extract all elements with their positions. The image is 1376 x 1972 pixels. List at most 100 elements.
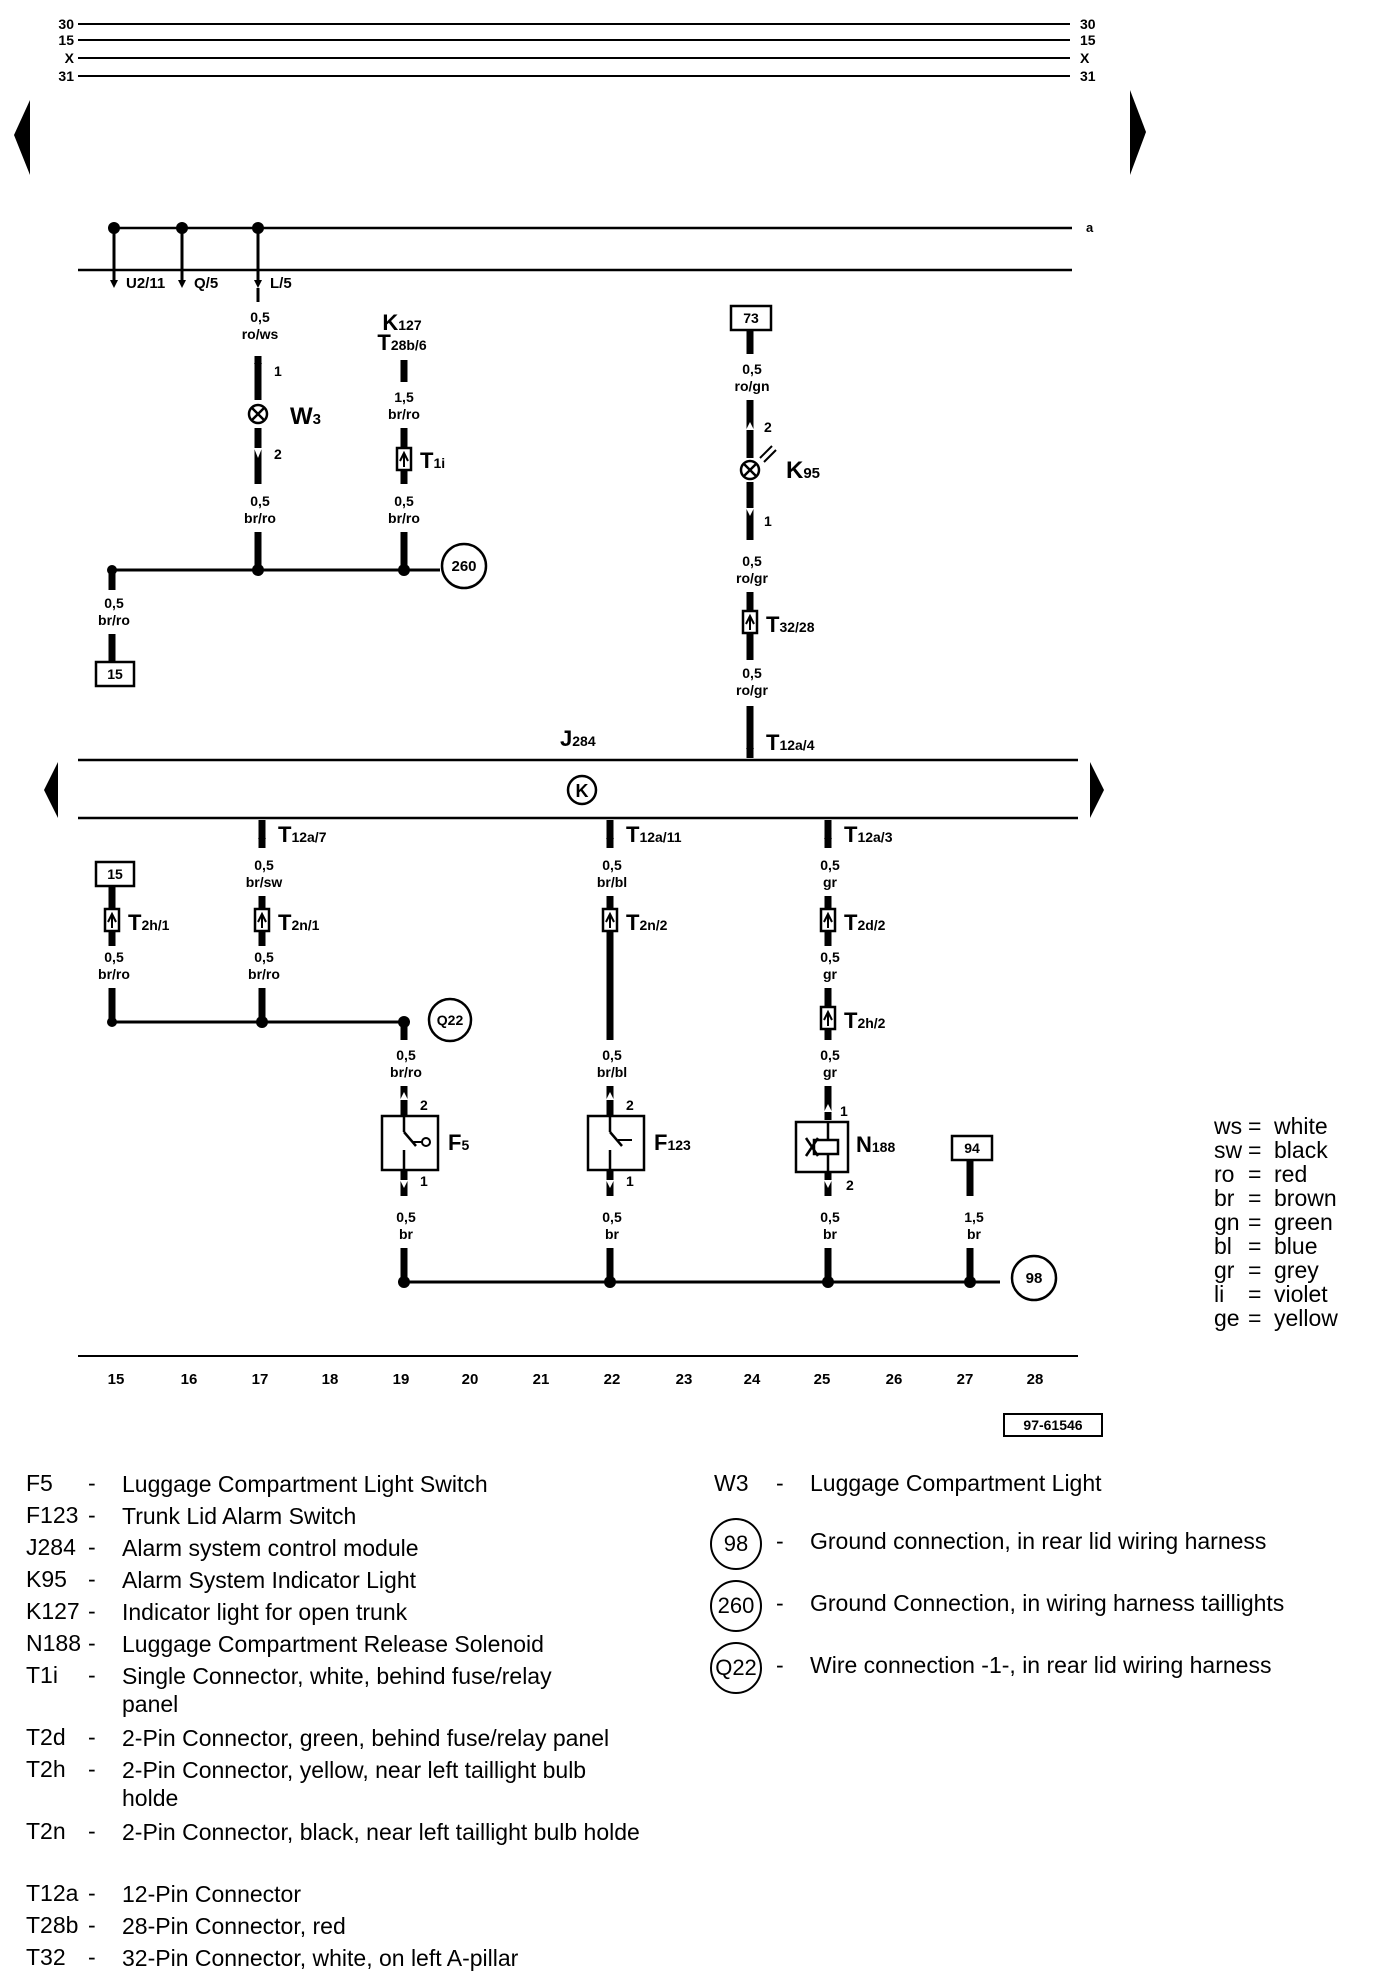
wire-size: 0,5 — [394, 493, 414, 509]
terminal-label: 73 — [743, 310, 759, 326]
ground-98-label: 98 — [1026, 1270, 1043, 1287]
n188-label: N188 — [856, 1132, 895, 1157]
t1i-connector-icon — [395, 446, 413, 472]
t2h2-connector-icon — [819, 1005, 837, 1031]
t2d2-connector-icon — [819, 907, 837, 933]
wire-color: br/sw — [246, 874, 283, 890]
ground-260-junction: 260 0,5 br/ro 15 — [94, 542, 488, 688]
n188-circuit: T12a/3 0,5 gr T2d/2 0,5 gr T2h/2 0,5 gr … — [794, 820, 895, 1282]
ground-98-badge — [1010, 1254, 1058, 1302]
next-page-arrow-icon[interactable] — [1130, 90, 1146, 175]
component-item: W3-Luggage Compartment Light — [714, 1470, 1102, 1496]
f123-circuit: T12a/11 0,5 br/bl T2n/2 0,5 br/bl 2 F123… — [586, 820, 691, 1282]
k95-indicator-lamp-icon — [739, 445, 777, 481]
next-section-arrow-icon[interactable] — [1090, 762, 1104, 818]
track-number: 24 — [744, 1371, 761, 1388]
f5-label: F5 — [448, 1130, 469, 1155]
component-item: 260-Ground Connection, in wiring harness… — [710, 1580, 1350, 1632]
track-number: 25 — [814, 1371, 831, 1388]
pin-label: 2 — [626, 1097, 634, 1113]
wire-size: 0,5 — [602, 1209, 622, 1225]
wire-color: br/bl — [597, 874, 627, 890]
drawing-number: 97-61546 — [1023, 1417, 1082, 1433]
wire-size: 0,5 — [820, 857, 840, 873]
bus-line-label: a — [1086, 220, 1094, 235]
legend-row: sw=black — [1214, 1137, 1328, 1163]
terminal-73 — [729, 304, 773, 332]
wire-size: 0,5 — [104, 595, 124, 611]
wire-color: br/ro — [390, 1064, 422, 1080]
k95-label: K95 — [786, 457, 820, 484]
wire-color: ro/gn — [735, 378, 770, 394]
legend-row: li=violet — [1214, 1281, 1328, 1307]
track-number-row: 15 16 17 18 19 20 21 22 23 24 25 26 27 2… — [78, 1355, 1078, 1388]
rail-label-31-right: 31 — [1080, 68, 1096, 84]
t12a-4-label: T12a/4 — [766, 730, 815, 755]
wire-size: 0,5 — [742, 361, 762, 377]
track-number: 26 — [886, 1371, 903, 1388]
pin-label: 2 — [764, 419, 772, 435]
pin-label: 2 — [420, 1097, 428, 1113]
f5-switch-icon — [380, 1114, 440, 1172]
wire-size: 0,5 — [742, 553, 762, 569]
t28b-label: T28b/6 — [377, 330, 426, 355]
tap-label-l-5: L/5 — [270, 275, 292, 292]
wire-color: br/ro — [388, 406, 420, 422]
t2n2-connector-icon — [601, 907, 619, 933]
wire-color: br/ro — [388, 510, 420, 526]
track-number: 27 — [957, 1371, 974, 1388]
rail-label-x-right: X — [1080, 50, 1090, 66]
wire-color: gr — [823, 1064, 838, 1080]
t2d2-label: T2d/2 — [844, 910, 886, 935]
track-number: 18 — [322, 1371, 339, 1388]
ground-98-badge: 98 — [710, 1518, 762, 1570]
bus-line-a: a U2/11 Q/5 L/5 — [78, 220, 1094, 292]
t12a-7-label: T12a/7 — [278, 822, 327, 847]
rail-label-15-left: 15 — [58, 32, 74, 48]
wire-size: 0,5 — [602, 1047, 622, 1063]
legend-row: gn=green — [1214, 1209, 1333, 1235]
k95-circuit: 73 0,5 ro/gn 2 K95 1 0,5 ro/gr T32/28 0,… — [729, 304, 820, 758]
w3-circuit: 0,5 ro/ws 1 W3 2 0,5 br/ro — [242, 288, 321, 570]
wire-color-legend: ws=white sw=black ro=red br=brown gn=gre… — [1214, 1114, 1338, 1330]
q22-badge: Q22 — [710, 1642, 762, 1694]
supply-rails: 30 15 X 31 30 15 X 31 — [58, 16, 1095, 84]
t2n1-connector-icon — [253, 907, 271, 933]
wire-size: 0,5 — [742, 665, 762, 681]
rail-label-x-left: X — [65, 50, 75, 66]
pin-label: 2 — [846, 1177, 854, 1193]
t12a-3-label: T12a/3 — [844, 822, 893, 847]
previous-section-arrow-icon[interactable] — [44, 762, 58, 818]
wire-color: br/ro — [244, 510, 276, 526]
legend-row: ws=white — [1214, 1113, 1328, 1139]
t2n1-label: T2n/1 — [278, 910, 320, 935]
wire-size: 0,5 — [602, 857, 622, 873]
control-module-symbol-icon — [566, 774, 598, 806]
wire-color: br/ro — [98, 966, 130, 982]
wire-color: br/ro — [98, 612, 130, 628]
w3-lamp-icon — [247, 403, 269, 425]
legend-row: ge=yellow — [1214, 1305, 1338, 1331]
t2h1-connector-icon — [103, 907, 121, 933]
wire-color: br/ro — [248, 966, 280, 982]
drawing-number-box — [1003, 1413, 1103, 1437]
rail-label-31-left: 31 — [58, 68, 74, 84]
track-number: 28 — [1027, 1371, 1044, 1388]
track-number: 22 — [604, 1371, 621, 1388]
k127-circuit: K127 T28b/6 1,5 br/ro T1i 0,5 br/ro — [377, 310, 445, 570]
wire-size: 0,5 — [396, 1047, 416, 1063]
wire-color: ro/gr — [736, 682, 768, 698]
track-number: 15 — [108, 1371, 125, 1388]
component-item: Q22-Wire connection -1-, in rear lid wir… — [710, 1642, 1350, 1694]
wire-color: br — [823, 1226, 838, 1242]
rail-label-30-left: 30 — [58, 16, 74, 32]
n188-solenoid-icon — [794, 1120, 850, 1174]
f123-label: F123 — [654, 1130, 691, 1155]
pin-label: 1 — [764, 513, 772, 529]
wire-size: 0,5 — [820, 1047, 840, 1063]
control-module-symbol-label: K — [576, 781, 589, 801]
t12a-11-label: T12a/11 — [626, 822, 682, 847]
ground-260-badge — [440, 542, 488, 590]
terminal-label: 15 — [107, 866, 123, 882]
previous-page-arrow-icon[interactable] — [14, 100, 30, 175]
